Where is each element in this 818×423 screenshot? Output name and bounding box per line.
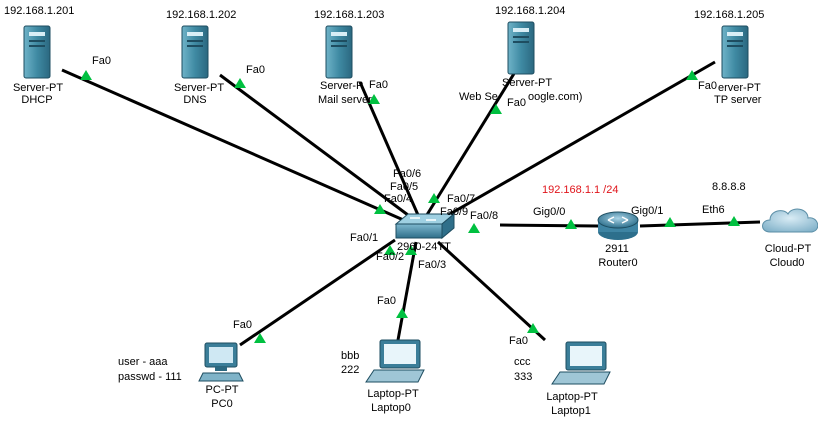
web-model-label: Server-PT <box>502 77 553 89</box>
link-light <box>384 245 396 255</box>
laptop0-name-label: Laptop0 <box>371 402 411 414</box>
link-dhcp-switch[interactable] <box>61 68 409 224</box>
port-label: Fa0 <box>246 64 265 76</box>
link-light <box>396 308 408 318</box>
laptop1-model-label: Laptop-PT <box>546 391 598 403</box>
server-icon[interactable] <box>325 25 353 79</box>
port-label: Fa0 <box>509 335 528 347</box>
link-light <box>686 70 698 80</box>
switch-label: 2960-24TT <box>397 241 451 253</box>
link-mail-switch[interactable] <box>358 81 420 216</box>
link-switch-laptop1[interactable] <box>436 240 547 342</box>
laptop0-note1-label: bbb <box>341 350 360 362</box>
web-name-suffix-label: oogle.com) <box>528 91 583 103</box>
laptop1-note2-label: 333 <box>514 371 533 383</box>
link-light <box>80 70 92 80</box>
laptop1-name-label: Laptop1 <box>551 405 591 417</box>
pc0-note2-label: passwd - 111 <box>118 371 182 383</box>
link-light <box>527 323 539 333</box>
server-icon[interactable] <box>721 25 749 79</box>
port-label: Fa0/7 <box>447 193 476 205</box>
port-label: Fa0 <box>507 97 526 109</box>
server-icon[interactable] <box>507 21 535 75</box>
link-lights <box>80 70 740 343</box>
dns-name-label: DNS <box>183 94 207 106</box>
laptop0-model-label: Laptop-PT <box>367 388 419 400</box>
link-switch-pc0[interactable] <box>239 238 396 347</box>
port-label: Fa0/6 <box>393 168 422 180</box>
web-name-label: Web Se <box>459 91 498 103</box>
router-ip-label: 192.168.1.1 /24 <box>542 184 619 196</box>
mail-model-label: Server-P <box>320 80 364 92</box>
link-light <box>405 245 417 255</box>
links <box>61 60 761 347</box>
port-label: Fa0 <box>233 319 252 331</box>
router-model-label: 2911 <box>605 243 629 255</box>
pc0-note1-label: user - aaa <box>118 356 168 368</box>
port-label: Fa0/8 <box>470 210 499 222</box>
port-label: Fa0/9 <box>440 206 469 218</box>
server-icon[interactable] <box>181 25 209 79</box>
pc0-model-label: PC-PT <box>205 384 239 396</box>
laptop-icon[interactable] <box>551 341 611 385</box>
port-label: Gig0/1 <box>631 205 664 217</box>
port-label: Fa0/4 <box>384 193 413 205</box>
cloud-ip-label: 8.8.8.8 <box>712 181 746 193</box>
port-label: Fa0 <box>369 79 388 91</box>
port-label: Fa0/1 <box>350 232 379 244</box>
dns-ip-label: 192.168.1.202 <box>166 9 237 21</box>
port-label: Fa0/2 <box>376 251 405 263</box>
switch-icon[interactable] <box>394 212 456 240</box>
link-light <box>374 204 386 214</box>
link-router-cloud[interactable] <box>639 220 761 228</box>
server-icon[interactable] <box>23 25 51 79</box>
mail-name-label: Mail server <box>318 94 372 106</box>
port-label: Fa0 <box>698 80 717 92</box>
link-light <box>490 104 502 114</box>
laptop-icon[interactable] <box>365 339 425 383</box>
link-light <box>234 78 246 88</box>
pc-icon[interactable] <box>198 342 244 382</box>
port-label: Fa0 <box>377 295 396 307</box>
link-web-switch[interactable] <box>423 71 517 219</box>
port-label: Fa0/3 <box>418 259 447 271</box>
port-label: Gig0/0 <box>533 206 566 218</box>
mail-ip-label: 192.168.1.203 <box>314 9 385 21</box>
web-ip-label: 192.168.1.204 <box>495 5 566 17</box>
link-light <box>428 193 440 203</box>
link-light <box>368 94 380 104</box>
laptop1-note1-label: ccc <box>514 356 531 368</box>
ftp-name-label: TP server <box>714 94 762 106</box>
link-light <box>468 223 480 233</box>
pc0-name-label: PC0 <box>211 398 233 410</box>
link-switch-router[interactable] <box>499 223 599 228</box>
router-icon[interactable] <box>597 211 639 240</box>
dhcp-name-label: DHCP <box>21 94 53 106</box>
dhcp-ip-label: 192.168.1.201 <box>4 5 75 17</box>
port-label: Fa0 <box>92 55 111 67</box>
cloud-model-label: Cloud-PT <box>764 243 812 255</box>
dhcp-model-label: Server-PT <box>12 82 64 94</box>
link-light <box>565 219 577 229</box>
link-light <box>728 216 740 226</box>
link-dns-switch[interactable] <box>219 73 413 220</box>
link-ftp-switch[interactable] <box>435 60 716 224</box>
link-light <box>254 333 266 343</box>
cloud-name-label: Cloud0 <box>769 257 805 269</box>
link-light <box>664 217 676 227</box>
link-switch-laptop0[interactable] <box>396 241 418 341</box>
ftp-model-label: erver-PT <box>718 82 761 94</box>
dns-model-label: Server-PT <box>173 82 225 94</box>
port-label: Eth6 <box>702 204 725 216</box>
ftp-ip-label: 192.168.1.205 <box>694 9 765 21</box>
cloud-icon[interactable] <box>762 208 818 233</box>
laptop0-note2-label: 222 <box>341 364 360 376</box>
port-label: Fa0/5 <box>390 181 419 193</box>
router-name-label: Router0 <box>598 257 638 269</box>
